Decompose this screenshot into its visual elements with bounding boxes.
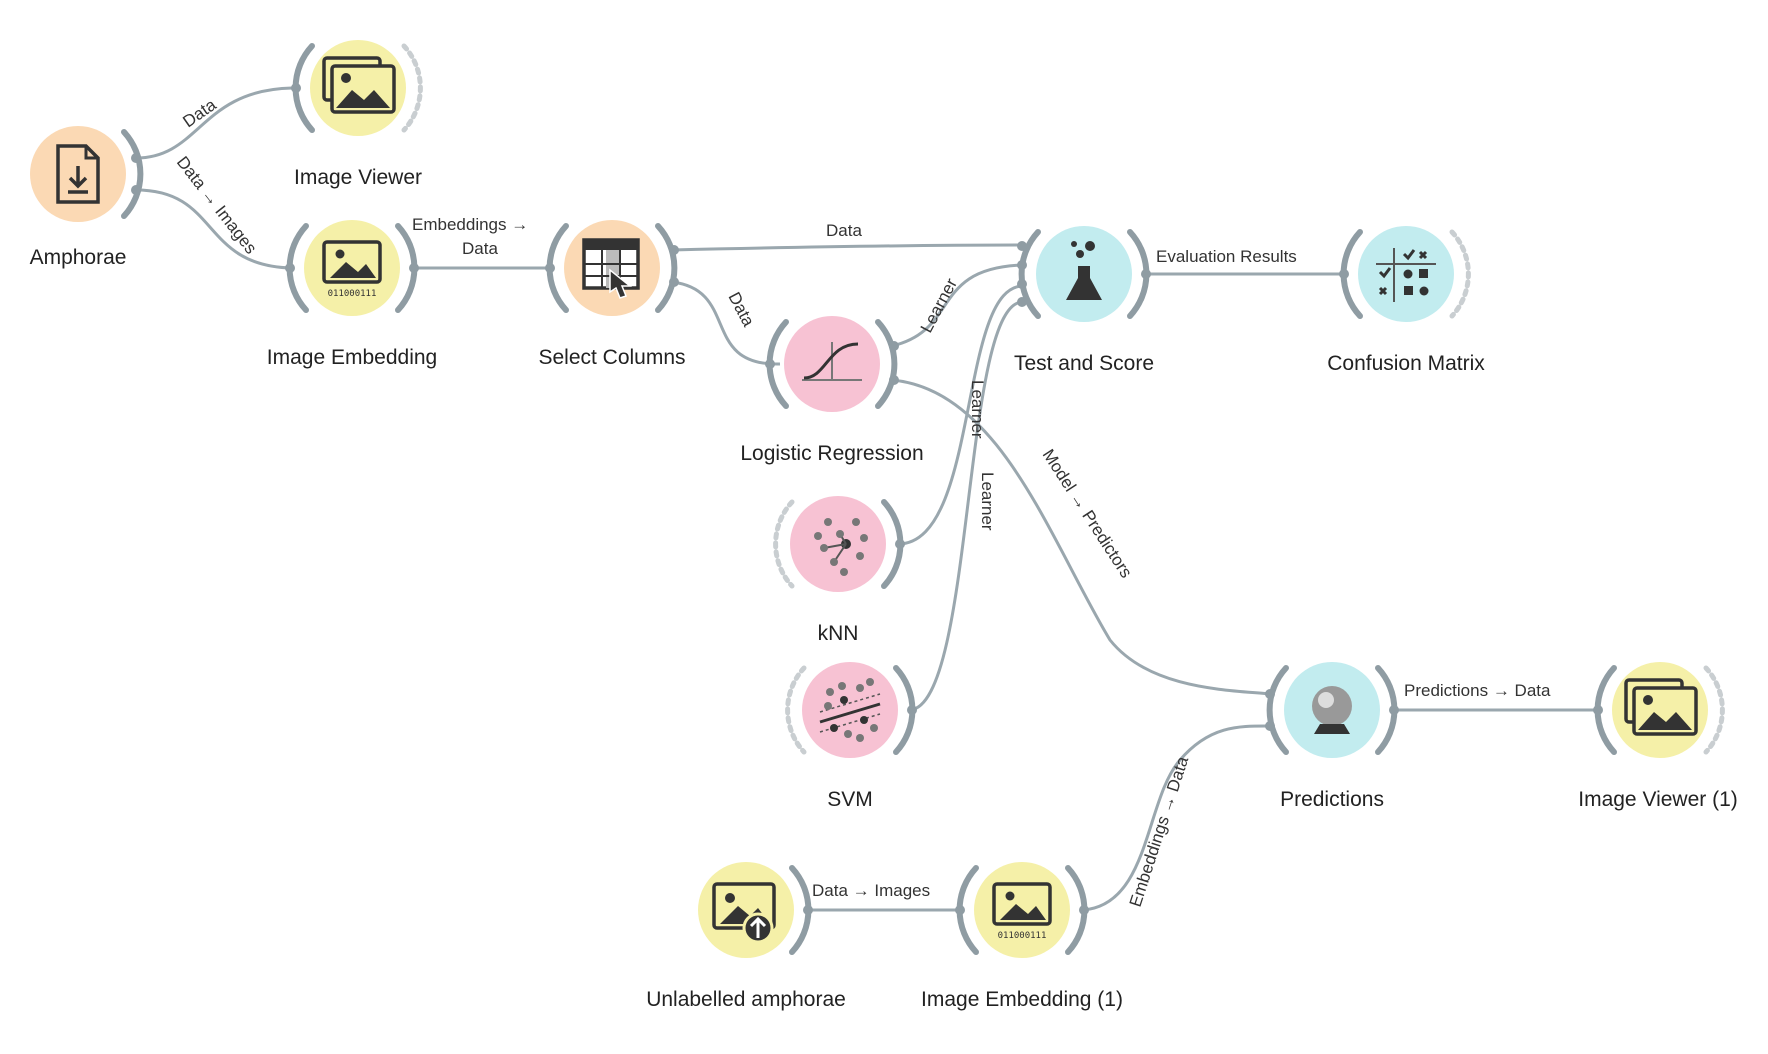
image-stack-icon	[322, 56, 396, 114]
node-label: Amphorae	[30, 246, 127, 269]
link-label-logreg-test: Learner	[917, 275, 961, 336]
node-label: Select Columns	[538, 346, 685, 369]
node-logistic-regression[interactable]: Logistic Regression	[740, 316, 924, 465]
neighbors-icon	[814, 518, 868, 576]
link-embedding1-predictions[interactable]	[1082, 724, 1271, 912]
node-amphorae[interactable]: Amphorae	[30, 126, 144, 269]
sigmoid-curve-icon	[802, 342, 862, 381]
link-label-knn-test: Learner	[968, 380, 987, 439]
node-test-and-score[interactable]: Test and Score	[1014, 226, 1154, 375]
link-amphorae-image-viewer[interactable]	[135, 86, 293, 160]
link-select-test[interactable]	[671, 243, 1024, 252]
link-logreg-test[interactable]	[891, 263, 1024, 348]
link-label-embed-select-2: Data	[462, 239, 498, 258]
node-label: SVM	[827, 788, 873, 811]
link-select-logreg[interactable]	[671, 280, 781, 366]
node-label: Image Embedding (1)	[921, 988, 1123, 1011]
node-select-columns[interactable]: Select Columns	[538, 220, 686, 369]
node-label: Confusion Matrix	[1327, 352, 1485, 375]
link-label-unlab-embed: Data → Images	[812, 881, 930, 900]
node-label: Predictions	[1280, 788, 1384, 811]
node-svm[interactable]: SVM	[785, 662, 917, 811]
svg-text:011000111: 011000111	[328, 289, 377, 299]
link-label-svm-test: Learner	[978, 472, 997, 531]
node-image-embedding-1[interactable]: 011000111 Image Embedding (1)	[921, 862, 1123, 1011]
image-stack-icon	[1624, 678, 1698, 736]
link-label-embed-select-1: Embeddings →	[412, 215, 528, 234]
matrix-grid-icon	[1376, 248, 1436, 302]
flask-icon	[1066, 241, 1102, 300]
link-amphorae-image-embedding[interactable]	[135, 188, 293, 270]
separator-icon	[819, 678, 881, 742]
node-image-embedding[interactable]: 011000111 Image Embedding	[267, 220, 437, 369]
image-binary-icon: 011000111	[322, 240, 382, 299]
node-circle	[802, 662, 898, 758]
link-knn-test[interactable]	[897, 284, 1024, 546]
node-image-viewer-1[interactable]: Image Viewer (1)	[1578, 662, 1738, 811]
link-label-select-logreg: Data	[724, 289, 758, 330]
svg-text:011000111: 011000111	[998, 931, 1047, 941]
node-label: Image Viewer	[294, 166, 422, 189]
file-download-icon	[56, 144, 100, 204]
node-unlabelled-amphorae[interactable]: Unlabelled amphorae	[646, 862, 846, 1011]
node-predictions[interactable]: Predictions	[1265, 662, 1399, 811]
node-label: Image Viewer (1)	[1578, 788, 1738, 811]
node-knn[interactable]: kNN	[773, 496, 905, 645]
link-svm-test[interactable]	[909, 300, 1024, 712]
table-pointer-icon	[582, 238, 640, 299]
node-label: Logistic Regression	[740, 442, 923, 465]
image-upload-icon	[712, 882, 776, 944]
node-label: Unlabelled amphorae	[646, 988, 846, 1011]
link-logreg-predictions[interactable]	[891, 378, 1271, 696]
crystal-ball-icon	[1312, 686, 1352, 734]
link-label-select-test: Data	[826, 221, 862, 240]
link-label-logreg-pred: Model → Predictors	[1039, 446, 1136, 582]
link-label-embed1-pred: Embeddings → Data	[1126, 754, 1193, 910]
node-label: kNN	[818, 622, 859, 645]
node-confusion-matrix[interactable]: Confusion Matrix	[1327, 226, 1485, 375]
node-circle	[790, 496, 886, 592]
node-label: Test and Score	[1014, 352, 1154, 375]
node-image-viewer[interactable]: Image Viewer	[291, 40, 423, 189]
node-label: Image Embedding	[267, 346, 437, 369]
image-binary-icon: 011000111	[992, 882, 1052, 941]
link-label-pred-viewer: Predictions → Data	[1404, 681, 1551, 700]
link-label-test-confusion: Evaluation Results	[1156, 247, 1297, 266]
